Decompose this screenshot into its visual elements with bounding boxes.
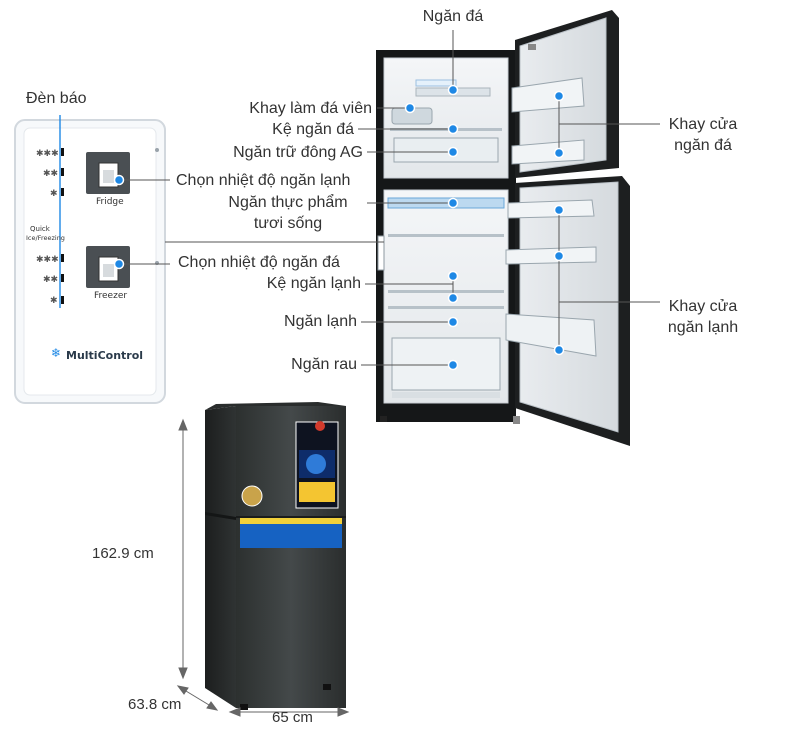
callout-dots: [113, 84, 565, 371]
star-3-icon: ✱✱✱: [36, 255, 59, 265]
fridge-button[interactable]: [86, 152, 130, 194]
leader-lines: [119, 30, 660, 366]
freezer-door-tray-label-line1: Khay cửa: [668, 116, 738, 133]
freezer-button-label: Freezer: [94, 291, 128, 301]
freezer-compartment-label: Ngăn đá: [422, 8, 484, 25]
star-3-icon: ✱✱✱: [36, 149, 59, 159]
star-2-icon: ✱✱: [43, 169, 58, 179]
fridge-temp-select-label: Chọn nhiệt độ ngăn lạnh: [176, 172, 351, 189]
star-2-icon: ✱✱: [43, 275, 58, 285]
open-fridge: [376, 10, 630, 446]
closed-fridge: [205, 402, 346, 710]
fridge-door-tray-label-line1: Khay cửa: [668, 298, 738, 315]
quick-label: Quick: [30, 225, 50, 233]
star-1-icon: ✱: [50, 189, 58, 199]
fresh-food-label-line1: Ngăn thực phẩm: [228, 194, 348, 211]
freezer-temp-select-label: Chọn nhiệt độ ngăn đá: [178, 254, 340, 271]
fridge-compartment-label: Ngăn lạnh: [284, 313, 357, 330]
freezer-door-tray-label-line2: ngăn đá: [674, 137, 732, 154]
fridge-shelf-label: Kệ ngăn lạnh: [266, 275, 361, 292]
snowflake-icon: ❄: [51, 346, 61, 360]
fresh-food-label-line2: tươi sống: [253, 215, 323, 232]
fridge-button-label: Fridge: [96, 197, 124, 207]
height-dimension: 162.9 cm: [92, 545, 154, 562]
freezer-button[interactable]: [86, 246, 130, 288]
dimension-lines: [176, 418, 350, 717]
brand-label: MultiControl: [66, 349, 144, 362]
ice-freezing-label: Ice/Freezing: [26, 234, 65, 242]
indicator-label: Đèn báo: [26, 90, 87, 107]
indicator-lights: [61, 148, 64, 304]
vegetable-drawer-label: Ngăn rau: [291, 356, 357, 373]
ice-tray-label: Khay làm đá viên: [249, 100, 372, 117]
control-panel: ✱✱✱ ✱✱ ✱ ✱✱✱ ✱✱ ✱ ❄: [14, 115, 166, 404]
freezer-shelf-label: Kệ ngăn đá: [272, 121, 354, 138]
depth-dimension: 63.8 cm: [128, 696, 182, 713]
star-1-icon: ✱: [50, 296, 58, 306]
fridge-door-tray-label-line2: ngăn lạnh: [667, 319, 739, 336]
width-dimension: 65 cm: [272, 709, 313, 726]
ag-freezer-label: Ngăn trữ đông AG: [233, 144, 363, 161]
